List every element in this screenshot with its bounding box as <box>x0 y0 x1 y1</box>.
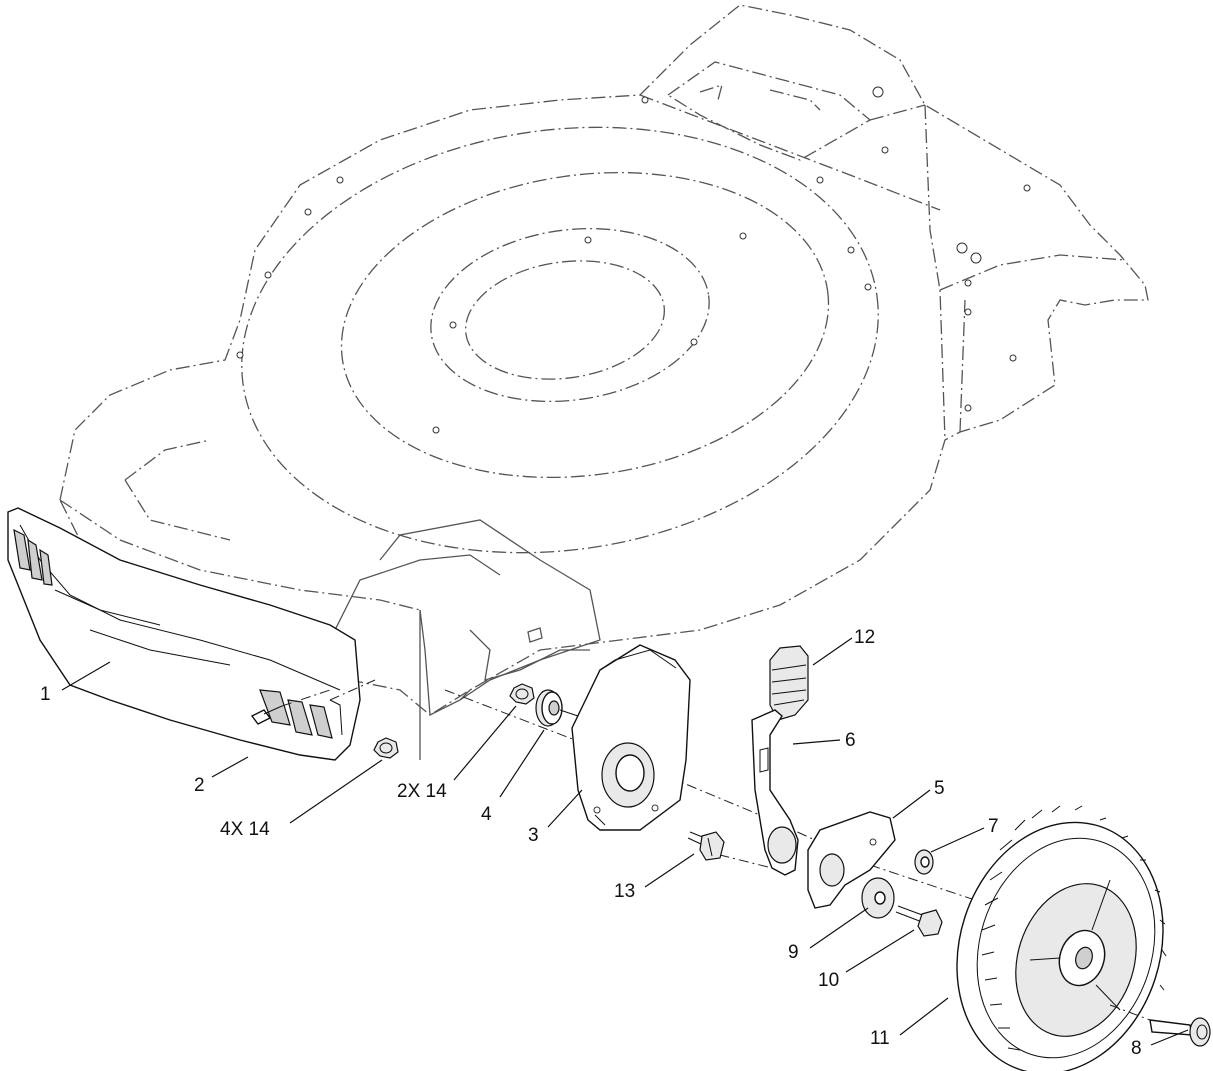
mower-deck <box>59 4 1149 760</box>
front-bumper <box>7 507 376 761</box>
callout-10: 10 <box>818 970 839 991</box>
lever-part-6 <box>751 709 799 876</box>
callout-1: 1 <box>40 684 51 705</box>
callout-5: 5 <box>934 778 945 799</box>
washer-part-9 <box>861 877 895 919</box>
callout-8: 8 <box>1131 1038 1142 1059</box>
assembly-axis-2 <box>699 849 781 871</box>
bolt-part-8 <box>1109 1004 1211 1047</box>
callout-12: 12 <box>854 627 875 648</box>
bolt-part-13 <box>687 831 725 861</box>
deck-holes <box>236 86 1031 434</box>
wheel-part-11 <box>956 805 1167 1071</box>
nut-part-14-right <box>509 683 535 705</box>
leader-lines <box>61 637 1189 1046</box>
bolt-part-10 <box>895 905 943 937</box>
callout-7: 7 <box>988 816 999 837</box>
callout-11: 11 <box>870 1028 890 1049</box>
nut-part-14-left <box>373 737 399 759</box>
callout-3: 3 <box>528 825 539 846</box>
washer-part-7 <box>914 849 934 875</box>
callout-6: 6 <box>845 730 856 751</box>
callout-4: 4 <box>481 804 492 825</box>
callout-2: 2 <box>194 775 205 796</box>
callout-14-4x: 4X 14 <box>220 819 270 840</box>
bushing-part-4 <box>535 689 579 727</box>
pivot-plate-part-5 <box>807 811 896 909</box>
assembly-axis <box>444 689 991 906</box>
callout-9: 9 <box>788 942 799 963</box>
screw-part-2 <box>250 689 331 725</box>
callout-labels: 1 2 3 4 5 6 7 8 9 10 11 12 13 2X 14 4X 1… <box>40 627 1142 1059</box>
bracket-part-3 <box>571 644 691 831</box>
grip-part-12 <box>769 645 809 721</box>
callout-13: 13 <box>614 881 635 902</box>
callout-14-2x: 2X 14 <box>397 781 447 802</box>
